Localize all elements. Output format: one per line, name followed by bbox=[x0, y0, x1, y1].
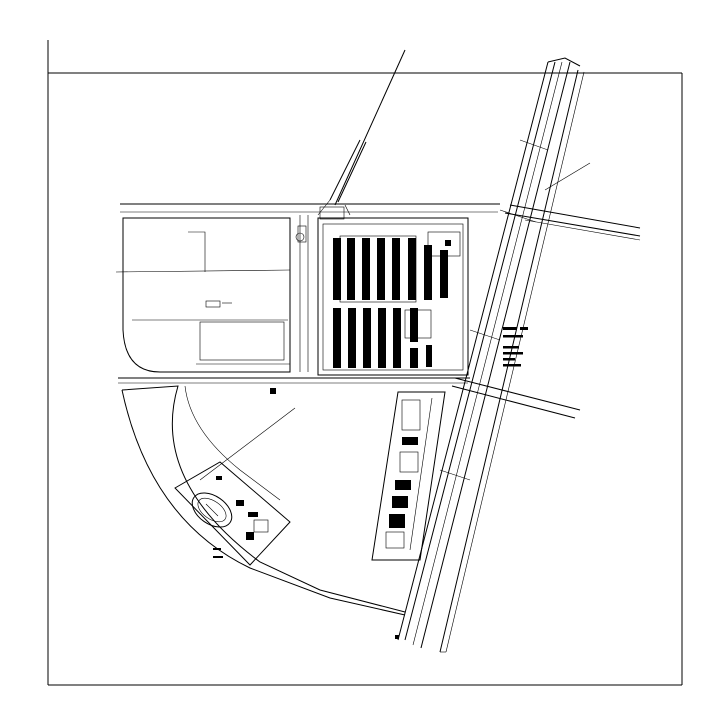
parking-rows-upper bbox=[333, 235, 448, 303]
warehouse-block bbox=[317, 217, 469, 376]
south-end-marker bbox=[270, 388, 399, 639]
main-road-corridor bbox=[397, 57, 585, 653]
road-annotation-labels bbox=[503, 327, 528, 367]
upper-parcel bbox=[115, 203, 500, 384]
north-access-road bbox=[317, 49, 406, 216]
running-track bbox=[191, 492, 233, 528]
southern-warehouse-strip bbox=[371, 391, 446, 561]
southwest-sports-parcel bbox=[121, 385, 406, 616]
parking-rows-lower bbox=[333, 308, 432, 368]
drawing-frame bbox=[47, 40, 683, 686]
east-west-crossing-road bbox=[451, 162, 641, 419]
